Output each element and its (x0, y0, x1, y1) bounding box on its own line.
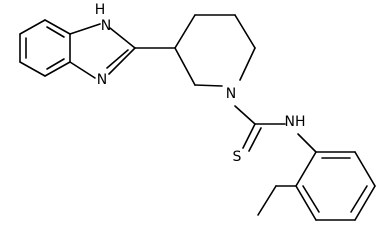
atom-label-h: H (95, 2, 106, 18)
bond (69, 23, 101, 35)
atom-label-s: S (233, 149, 242, 165)
benzimidazole-imidazole-ring (69, 23, 136, 79)
bond (108, 47, 136, 75)
bond (354, 185, 376, 221)
bond (295, 185, 317, 221)
piperidine-ring (174, 14, 256, 87)
bond (19, 61, 46, 77)
bond (109, 27, 136, 49)
bond (354, 151, 376, 187)
bond (257, 185, 277, 216)
double-bond-inner (46, 26, 65, 38)
atom-label-n-imidazole: N (97, 72, 107, 88)
bond (234, 105, 256, 125)
bond (194, 84, 223, 87)
double-bond-inner (46, 58, 65, 70)
bond (174, 14, 196, 49)
molecule-structure-diagram: H N N N S NH (19, 2, 376, 221)
bond (44, 19, 71, 35)
bond (44, 61, 71, 77)
bond (19, 19, 46, 35)
benzimidazole-benzene-ring (19, 19, 71, 77)
atom-label-nh-amide: NH (285, 114, 306, 130)
double-bond-inner (248, 127, 262, 152)
thiourea-group (234, 105, 317, 153)
bond (242, 123, 256, 149)
bond (295, 151, 317, 187)
bond (69, 61, 96, 79)
double-bond-inner (350, 185, 368, 213)
double-bond-inner (302, 185, 320, 213)
bond (239, 47, 256, 81)
bond (297, 133, 317, 153)
double-bond-inner (106, 49, 129, 69)
phenyl-ring (295, 151, 376, 221)
atom-label-nh-imidazole-n: N (101, 18, 111, 34)
ethyl-group (257, 185, 297, 216)
bond (174, 47, 196, 86)
atom-label-n-piperidine: N (226, 86, 236, 102)
bond (234, 14, 256, 49)
